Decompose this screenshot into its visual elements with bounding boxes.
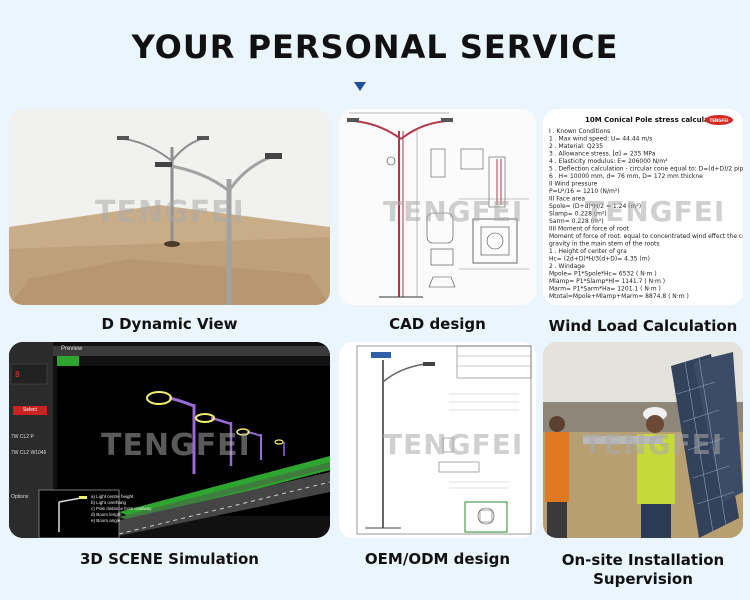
down-arrow-icon — [354, 82, 366, 91]
wind-calc-heading: 10M Conical Pole stress calculation -- — [585, 116, 733, 124]
side-label-2: 7W CL2 W1046 — [11, 450, 47, 456]
wind-calc-line: III Face area — [549, 196, 585, 203]
preview-window-title: Preview — [61, 346, 83, 352]
wind-calc-line: Marm= P1*Sarm*Ha= 1201.1 ( N·m ) — [549, 286, 661, 293]
legend-item: d) Boom length — [91, 512, 122, 517]
installation-photo — [543, 342, 743, 538]
wind-calc-line: Sarm= 0.228 (m²) — [549, 218, 604, 225]
watermark: TENGFEI — [383, 428, 524, 461]
wind-calc-line: Slamp= 0.228 (m²) — [549, 211, 607, 218]
wind-calc-brand: TENGFEI — [709, 118, 729, 123]
legend-item: b) Light overhang — [91, 500, 127, 505]
card-cad-design[interactable]: TENGFEI — [339, 109, 536, 305]
caption-oem-odm: OEM/ODM design — [364, 550, 511, 568]
page-title: YOUR PERSONAL SERVICE — [131, 28, 619, 66]
card-wind-load[interactable]: 10M Conical Pole stress calculation -- T… — [543, 109, 743, 305]
wind-calc-line: Spole= (D+d)*H/2 = 1.24 (m²) — [549, 203, 641, 210]
card-3d-simulation[interactable]: 8 Preview Select 7W CL2 P 7W CL2 W1046 O… — [9, 342, 330, 538]
watermark: TENGFEI — [101, 428, 251, 463]
wind-calc-line: 5 . Deflection calculation - circular co… — [549, 166, 743, 173]
legend-item: e) Boom angle — [91, 518, 121, 523]
legend-item: a) Light centre height — [91, 494, 134, 499]
wind-calc-line: P=U²/16 = 1210 (N/m²) — [549, 188, 620, 195]
brand-logo-icon — [705, 115, 733, 125]
caption-3d-simulation: 3D SCENE Simulation — [79, 550, 259, 568]
card-onsite-installation[interactable]: TENGFEI — [543, 342, 743, 538]
watermark: TENGFEI — [585, 195, 726, 228]
watermark: TENGFEI — [95, 195, 245, 230]
wind-calc-line: 2 . Windage — [549, 263, 585, 270]
card-oem-odm[interactable]: TENGFEI — [339, 342, 536, 538]
wind-calc-line: Moment of force of root. equal to concen… — [549, 233, 743, 240]
wind-calc-line: 2 . Material: Q235 — [549, 143, 603, 150]
wind-calc-line: IIII Moment of force of root — [549, 226, 630, 233]
legend-item: c) Pole distance from roadway — [91, 506, 152, 511]
dynamic-view-image — [9, 109, 330, 305]
wind-calc-line: Mlamp= P1*Slamp*Hl= 1141.7 ( N·m ) — [549, 278, 665, 285]
svg-text:8: 8 — [15, 370, 20, 379]
simulation-scene-image: 8 — [9, 342, 330, 538]
wind-calc-line: 4 . Elasticity modulus: E= 206000 N/m² — [549, 158, 668, 165]
wind-calc-line: Hc= (2d+D)*H/3(d+D)= 4.35 (m) — [549, 256, 650, 263]
card-dynamic-view[interactable]: TENGFEI — [9, 109, 330, 305]
wind-calc-sheet: 10M Conical Pole stress calculation -- T… — [543, 109, 743, 305]
wind-calc-line: 6 . H= 10000 mm, d= 76 mm, D= 172 mm thi… — [549, 173, 703, 180]
caption-dynamic-view: D Dynamic View — [101, 315, 238, 333]
wind-calc-line: 1 . Height of center of gra — [549, 248, 627, 255]
caption-onsite-line2: Supervision — [593, 570, 693, 588]
wind-calc-line: gravity in the main stem of the roots — [549, 241, 660, 248]
wind-calc-line: Mtotal=Mpole+Mlamp+Marm= 8874.8 ( N·m ) — [549, 293, 689, 300]
caption-cad-design: CAD design — [389, 315, 486, 333]
wind-calc-line: 1 . Max wind speed: U= 44.44 m/s — [549, 136, 652, 143]
cad-drawing-image — [339, 109, 536, 305]
caption-onsite-line1: On-site Installation — [561, 551, 725, 569]
watermark: TENGFEI — [383, 195, 524, 228]
caption-wind-load: Wind Load Calculation — [548, 317, 738, 335]
wind-calc-line: Mpole= P1*Spole*Hc= 6532 ( N·m ) — [549, 271, 657, 278]
wind-calc-line: 3 . Allowance stress. [σ] = 235 MPa — [549, 151, 656, 158]
select-button[interactable]: Select — [23, 407, 37, 413]
side-label-1: 7W CL2 P — [11, 434, 34, 440]
wind-calc-line: II Wind pressure — [549, 181, 598, 188]
options-label: Options — [11, 494, 29, 500]
oem-drawing-image — [339, 342, 536, 538]
wind-calc-line: I . Known Conditions — [549, 128, 610, 135]
watermark: TENGFEI — [583, 428, 724, 461]
